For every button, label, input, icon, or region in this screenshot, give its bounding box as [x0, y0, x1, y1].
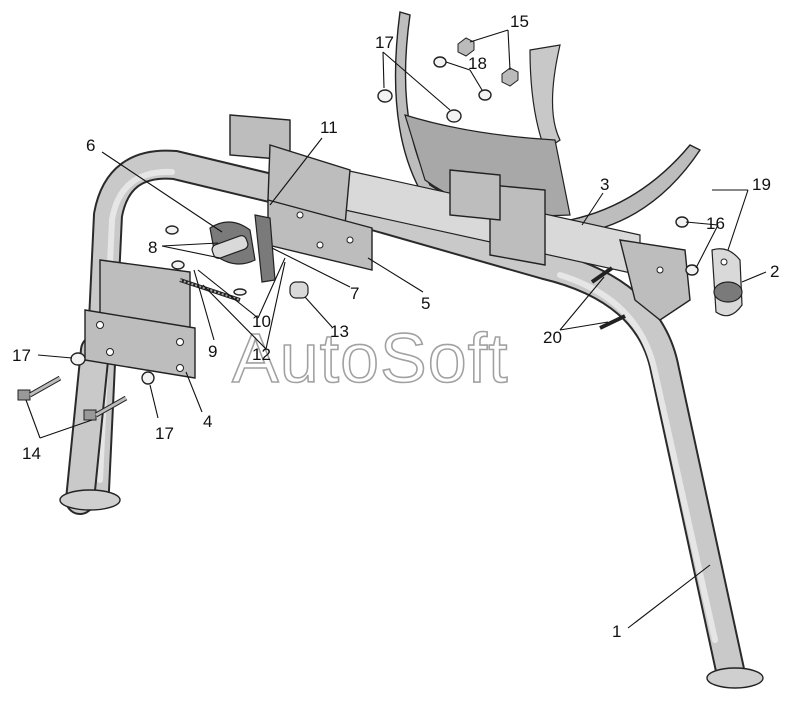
callout-15: 15: [510, 12, 529, 31]
callouts: 1 2 3 4 5 6 7 8 9 10 11 12 13 14 15 16 1…: [12, 12, 779, 641]
washer-17-top1: [377, 89, 393, 103]
callout-17-left: 17: [12, 346, 31, 365]
callout-6: 6: [86, 136, 95, 155]
callout-17-top: 17: [375, 33, 394, 52]
callout-13: 13: [330, 322, 349, 341]
leader-lines: [25, 29, 767, 629]
washer-17-left: [70, 352, 86, 366]
watermark-text: AutoSoft: [232, 319, 509, 397]
callout-5: 5: [421, 294, 430, 313]
cross-bracket: [229, 114, 691, 321]
callout-16: 16: [706, 214, 725, 233]
callout-9: 9: [208, 342, 217, 361]
foot-pad-right: [706, 667, 764, 689]
washer-16b: [685, 264, 699, 276]
callout-17-bottom: 17: [155, 424, 174, 443]
callout-2: 2: [770, 262, 779, 281]
callout-18: 18: [468, 54, 487, 73]
side-bracket-plate-4: [84, 259, 196, 379]
washer-18b: [478, 89, 492, 101]
callout-11: 11: [320, 118, 338, 137]
callout-19: 19: [752, 175, 771, 194]
callout-10: 10: [252, 312, 271, 331]
callout-14: 14: [22, 444, 41, 463]
callout-12: 12: [252, 345, 271, 364]
latch-mechanism: [165, 214, 309, 302]
callout-20: 20: [543, 328, 562, 347]
callout-3: 3: [600, 175, 609, 194]
washer-17-top2: [446, 109, 462, 123]
nut-15a: [457, 37, 475, 57]
clip-2: [711, 248, 743, 317]
callout-8: 8: [148, 238, 157, 257]
fasteners: [17, 37, 699, 421]
foot-pad-left: [59, 489, 121, 511]
nut-15b: [501, 67, 519, 87]
washer-18a: [433, 56, 447, 68]
callout-7: 7: [350, 284, 359, 303]
callout-4: 4: [203, 412, 212, 431]
washer-17-low: [141, 371, 155, 385]
callout-1: 1: [612, 622, 621, 641]
